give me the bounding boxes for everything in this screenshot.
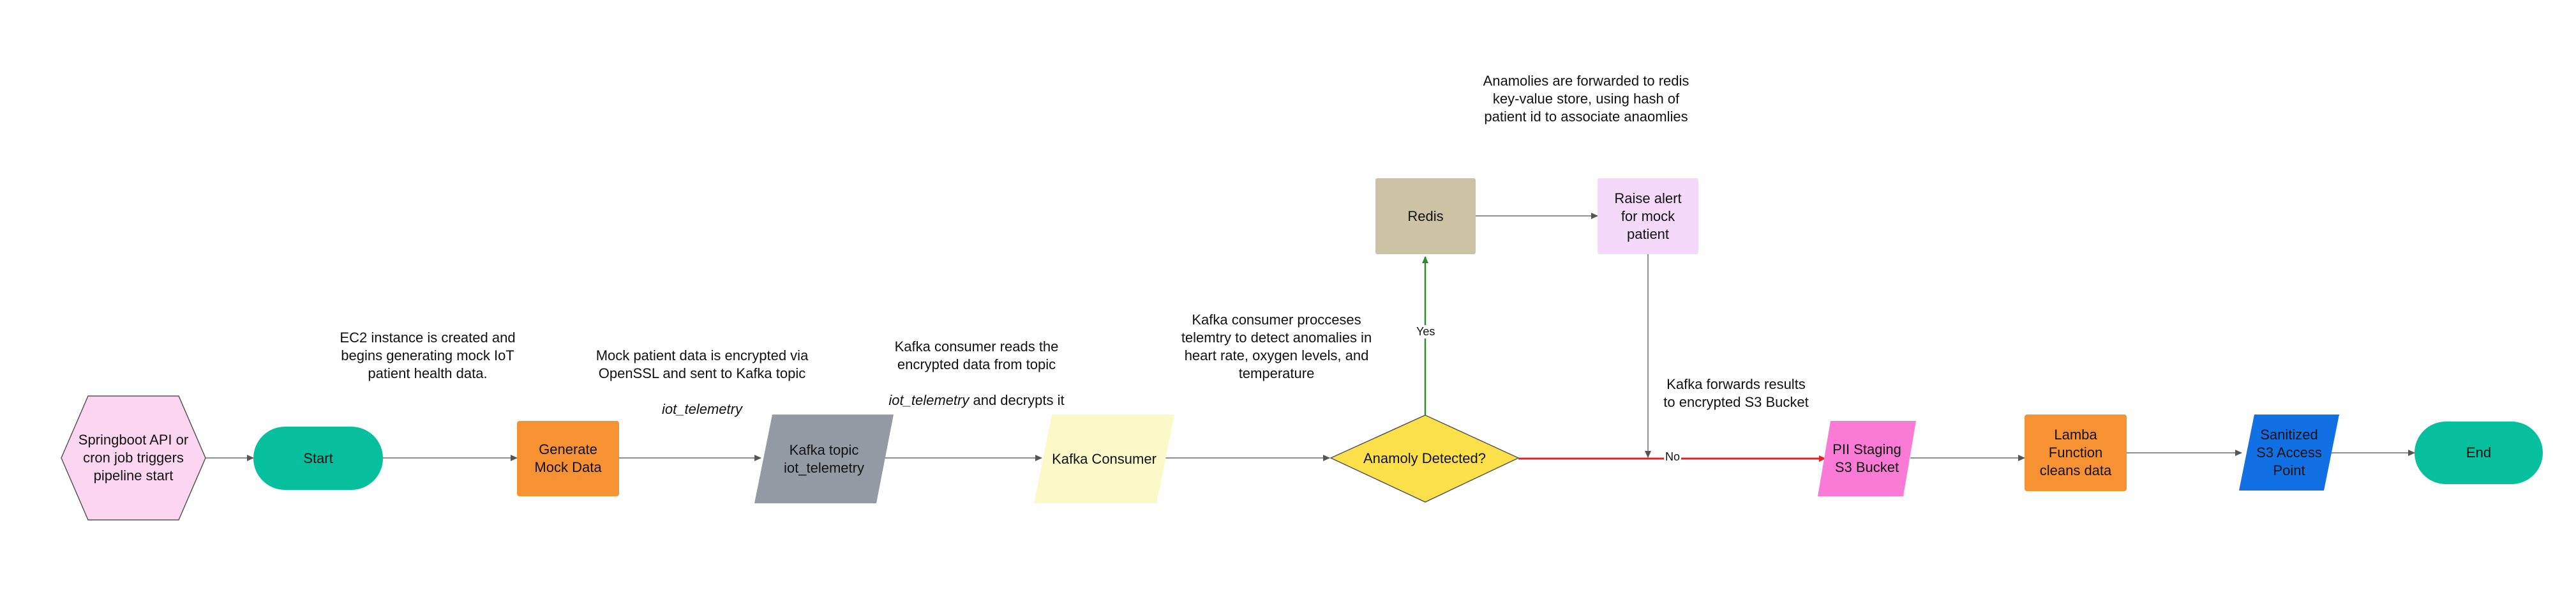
anomaly-label: Anamoly Detected? xyxy=(1331,415,1518,502)
alert-process xyxy=(1598,178,1698,254)
s3-note: Kafka forwards results to encrypted S3 B… xyxy=(1663,376,1809,410)
anomaly-diamond xyxy=(1329,415,1520,503)
kafka-consumer-parallelogram xyxy=(1034,415,1174,503)
pii-staging-parallelogram xyxy=(1818,421,1916,496)
alert-text: Raise alert for mock patient xyxy=(1614,190,1682,242)
start-terminal xyxy=(253,427,383,490)
consumer-note-topic: iot_telemetry xyxy=(888,392,970,408)
trigger-text: Springboot API or cron job triggers pipe… xyxy=(78,432,189,484)
kafka-topic-label: Kafka topic iot_telemetry xyxy=(754,415,894,503)
lambda-process xyxy=(2025,415,2127,491)
redis-text: Redis xyxy=(1407,208,1444,224)
encrypt-note-topic: iot_telemetry xyxy=(662,401,742,417)
consumer-note-text: Kafka consumer reads the encrypted data … xyxy=(894,339,1059,372)
kafka-consumer-label: Kafka Consumer xyxy=(1034,415,1174,503)
encrypt-note-text: Mock patient data is encrypted via OpenS… xyxy=(595,347,809,381)
kafka-topic-text: Kafka topic iot_telemetry xyxy=(784,441,864,476)
start-label: Start xyxy=(253,427,383,490)
sanitized-parallelogram xyxy=(2239,415,2339,491)
no-edge-label: No xyxy=(1664,450,1682,464)
consumer-note: Kafka consumer reads the encrypted data … xyxy=(865,320,1088,409)
redis-label: Redis xyxy=(1375,178,1476,254)
generate-text: Generate Mock Data xyxy=(534,441,602,475)
lambda-label: Lamba Function cleans data xyxy=(2025,415,2127,491)
lambda-text: Lamba Function cleans data xyxy=(2039,427,2112,478)
redis-process xyxy=(1375,178,1476,254)
kafka-topic-parallelogram xyxy=(754,415,894,503)
ec2-note: EC2 instance is created and begins gener… xyxy=(340,330,516,381)
anomaly-text: Anamoly Detected? xyxy=(1363,450,1486,466)
sanitized-label: Sanitized S3 Access Point xyxy=(2239,415,2339,491)
kafka-consumer-text: Kafka Consumer xyxy=(1052,450,1157,467)
encrypt-note: Mock patient data is encrypted via OpenS… xyxy=(574,329,830,418)
end-terminal xyxy=(2415,422,2543,484)
end-text: End xyxy=(2466,445,2492,461)
trigger-label: Springboot API or cron job triggers pipe… xyxy=(61,396,206,520)
generate-process xyxy=(517,421,619,496)
redis-note: Anamolies are forwarded to redis key-val… xyxy=(1483,73,1689,125)
start-text: Start xyxy=(303,450,333,466)
consumer-note-tail: and decrypts it xyxy=(969,392,1065,408)
generate-label: Generate Mock Data xyxy=(517,421,619,496)
sanitized-text: Sanitized S3 Access Point xyxy=(2256,426,2322,478)
pii-staging-label: PII Staging S3 Bucket xyxy=(1818,421,1916,496)
pii-staging-text: PII Staging S3 Bucket xyxy=(1832,441,1901,475)
alert-label: Raise alert for mock patient xyxy=(1598,178,1698,254)
yes-edge-label: Yes xyxy=(1415,325,1437,339)
trigger-hexagon xyxy=(61,395,206,521)
end-label: End xyxy=(2415,422,2543,484)
anomaly-note: Kafka consumer procceses telemtry to det… xyxy=(1181,312,1372,381)
